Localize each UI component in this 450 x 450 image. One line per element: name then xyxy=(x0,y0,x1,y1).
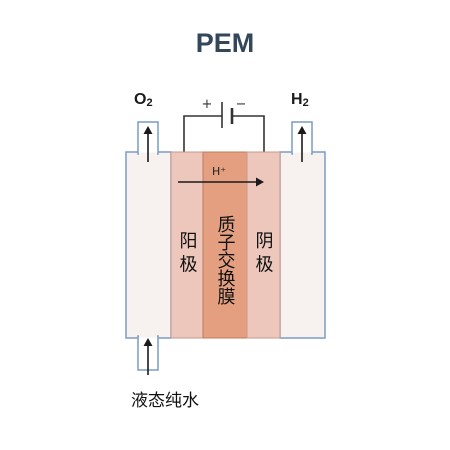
anode-electrode xyxy=(170,151,204,339)
oxygen-label: O2 xyxy=(134,91,153,109)
cathode-electrode xyxy=(246,151,281,339)
water-inlet-label: 液态纯水 xyxy=(131,391,199,411)
power-supply xyxy=(183,102,265,152)
hydrogen-up-arrow xyxy=(297,126,307,162)
negative-wire xyxy=(232,115,265,152)
oxygen-up-arrow xyxy=(143,126,153,162)
cathode-label: 阴 极 xyxy=(253,231,274,273)
positive-wire xyxy=(183,115,222,152)
anode-chamber xyxy=(125,121,172,371)
plus-sign: + xyxy=(202,97,213,112)
minus-sign: − xyxy=(236,97,247,112)
hydrogen-label: H2 xyxy=(291,91,309,109)
water-inlet-arrow xyxy=(143,338,153,375)
proton-flow-arrow xyxy=(178,177,264,187)
anode-label: 阳 极 xyxy=(177,231,198,273)
diagram-title: PEM xyxy=(196,28,255,58)
membrane-label: 质子交换膜 xyxy=(215,215,236,305)
proton-label: H⁺ xyxy=(212,165,226,178)
